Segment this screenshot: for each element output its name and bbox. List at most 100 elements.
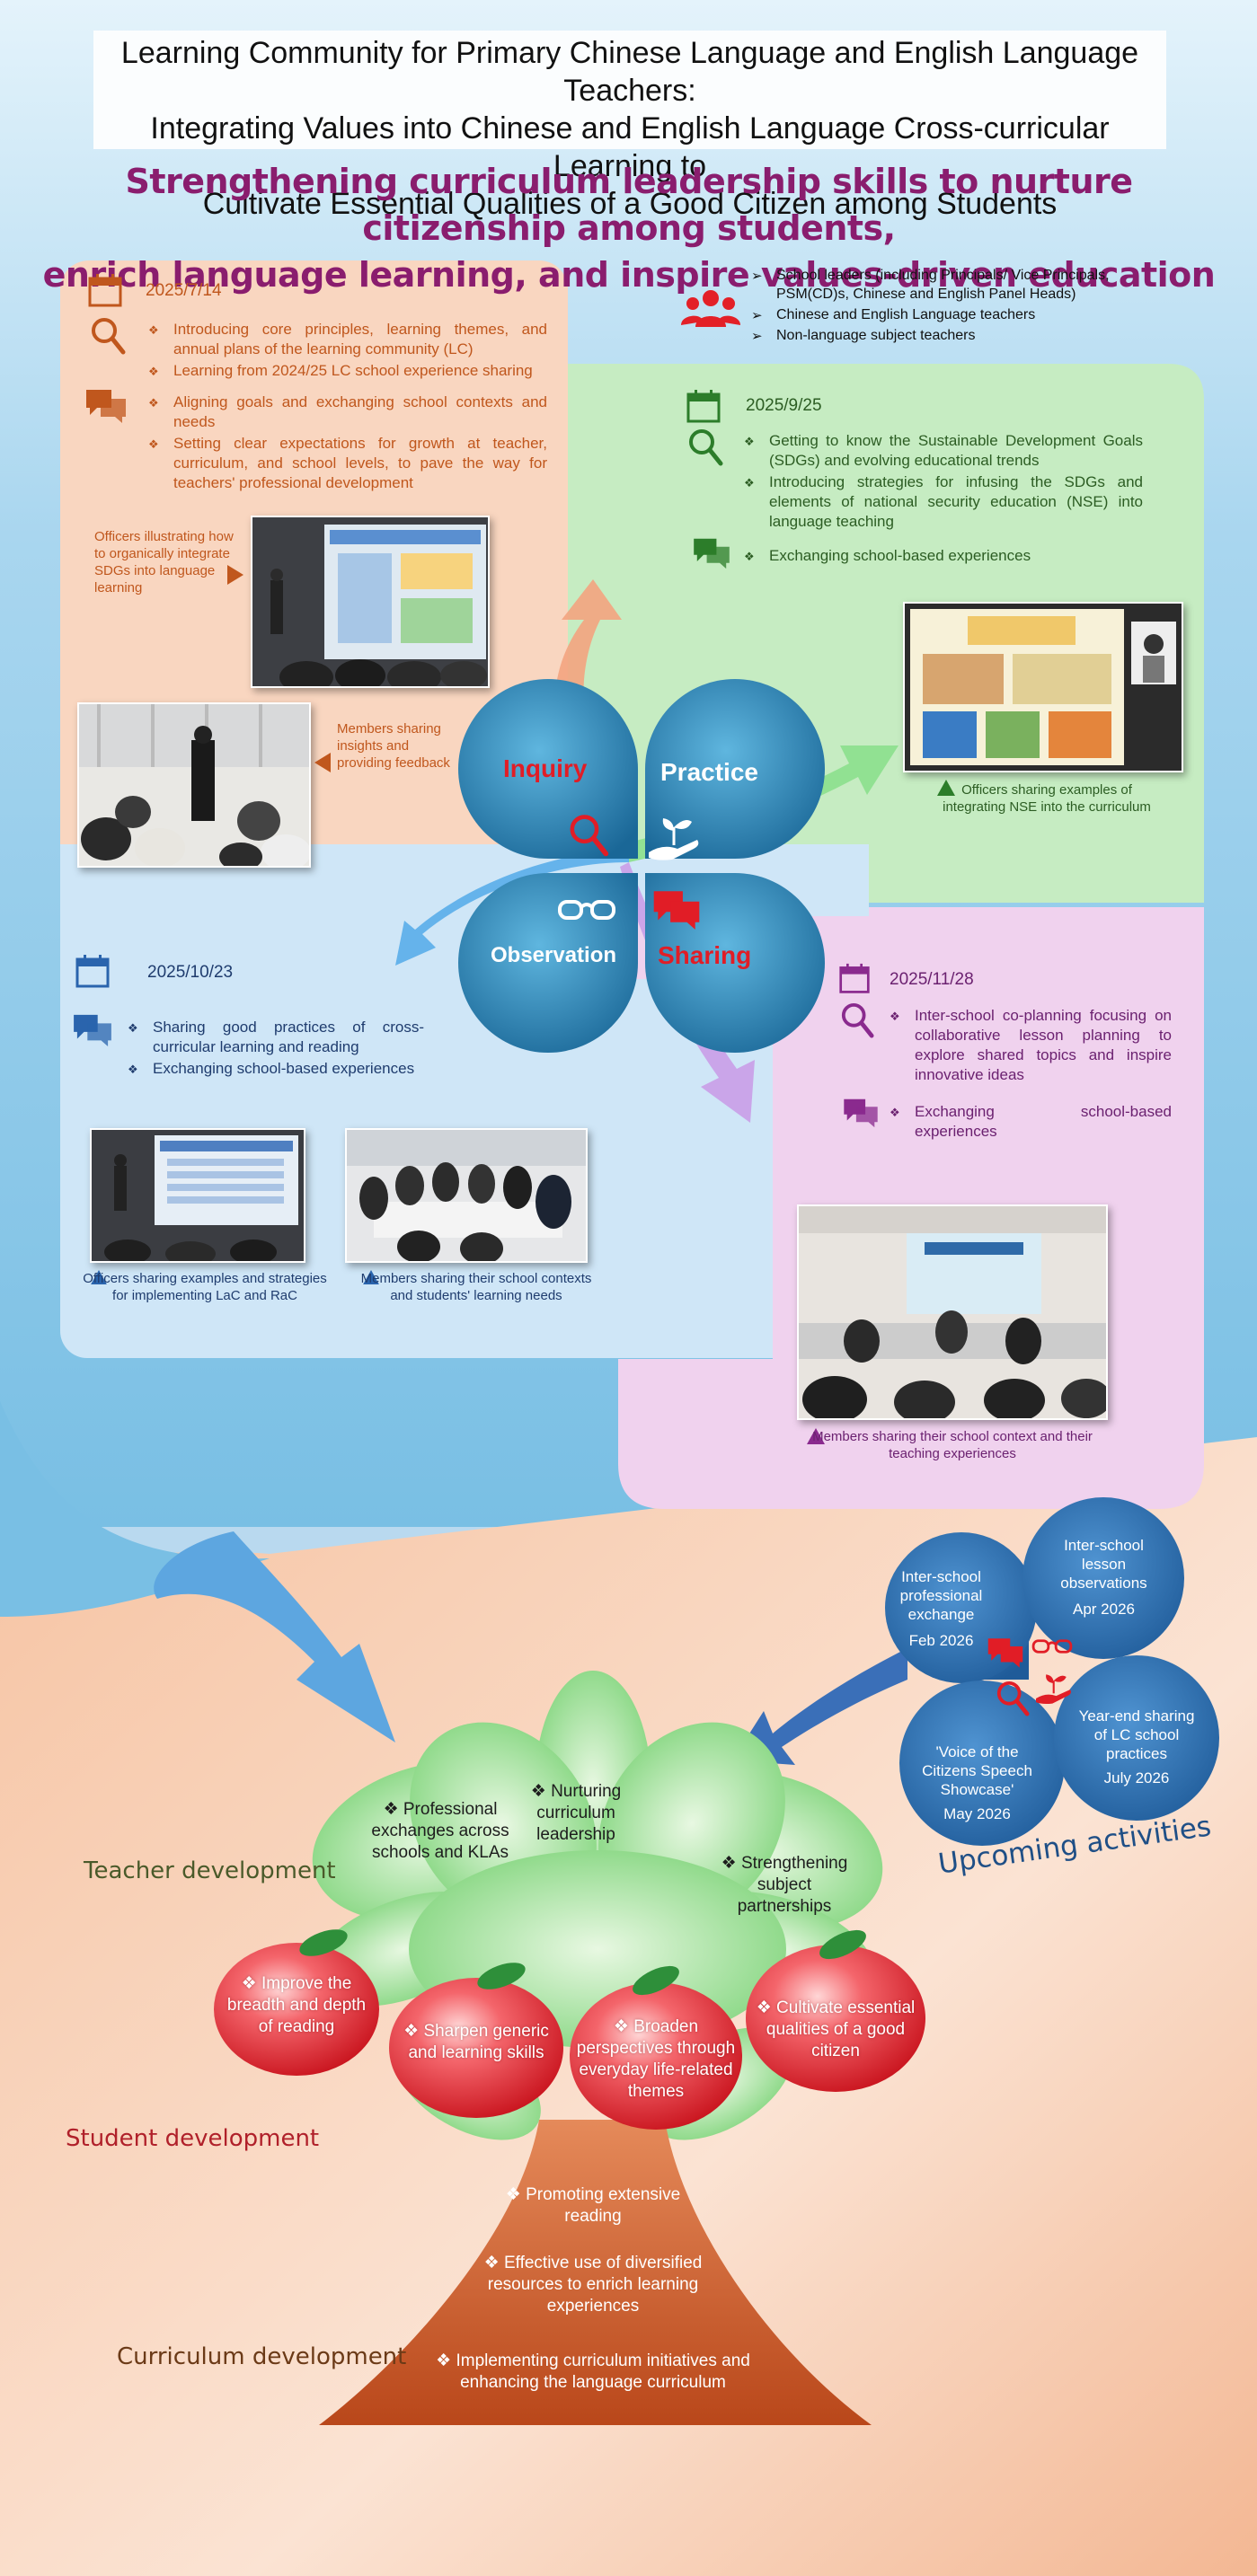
chat-bubbles-icon: [653, 891, 700, 930]
magnifier-icon: [92, 318, 126, 355]
teacher-item-1: ❖ Professional exchanges across schools …: [371, 1800, 509, 1862]
apple-1: [214, 1929, 379, 2076]
session1-date: 2025/7/14: [146, 281, 222, 300]
subtitle-line-1: Strengthening curriculum leadership skil…: [125, 162, 1133, 248]
session2-date: 2025/9/25: [746, 396, 822, 415]
upcoming-activity-1: Inter-school professional exchange Feb 2…: [885, 1567, 997, 1650]
participant-item: Chinese and English Language teachers: [751, 305, 1173, 325]
teacher-item-3: ❖ Strengthening subject partnerships: [721, 1854, 848, 1916]
session4-sharing-list: Exchanging school-based experiences: [890, 1102, 1172, 1143]
session3-photo2: [345, 1128, 588, 1263]
upcoming-activity-1-date: Feb 2026: [908, 1632, 974, 1649]
teacher-item-2: ❖ Nurturing curriculum leadership: [530, 1782, 622, 1844]
calendar-icon: [839, 963, 870, 993]
pointer-triangle-icon: [807, 1428, 825, 1444]
session1-sharing-item: Aligning goals and exchanging school con…: [148, 393, 547, 432]
teacher-development-label: Teacher development: [84, 1857, 336, 1884]
session3-date: 2025/10/23: [147, 963, 234, 982]
session1-sharing-item: Setting clear expectations for growth at…: [148, 434, 547, 493]
magnifier-icon: [689, 429, 723, 466]
session2-inquiry-list: Getting to know the Sustainable Developm…: [744, 431, 1143, 534]
student-item-1: ❖ Improve the breadth and depth of readi…: [226, 1974, 367, 2036]
upcoming-activity-4-title: Year-end sharing of LC school practices: [1078, 1707, 1195, 1762]
pointer-triangle-icon: [314, 753, 331, 772]
participant-item: Non-language subject teachers: [751, 326, 1173, 346]
curriculum-item-3: ❖ Implementing curriculum initiatives an…: [436, 2351, 750, 2392]
glasses-icon: [558, 900, 615, 920]
upcoming-activity-3-date: May 2026: [943, 1805, 1011, 1822]
cycle-inquiry-label: Inquiry: [503, 754, 588, 782]
session3-photo2-caption: Members sharing their school contexts an…: [360, 1271, 592, 1303]
session3-sharing-item: Exchanging school-based experiences: [128, 1059, 424, 1080]
session4-date: 2025/11/28: [890, 970, 974, 989]
session3-sharing-item: Sharing good practices of cross-curricul…: [128, 1018, 424, 1057]
session4-sharing-item: Exchanging school-based experiences: [890, 1102, 1172, 1142]
cycle-practice-label: Practice: [660, 758, 758, 786]
chat-bubbles-icon: [987, 1638, 1023, 1668]
participant-item: School leaders (including Principals/ Vi…: [751, 266, 1173, 304]
session1-photo1: [251, 516, 490, 688]
session4-photo: [797, 1204, 1108, 1420]
session4-inquiry-item: Inter-school co-planning focusing on col…: [890, 1006, 1172, 1085]
glasses-icon: [1031, 1639, 1073, 1654]
pointer-triangle-icon: [937, 780, 955, 796]
magnifier-icon: [570, 815, 609, 857]
apple-4: [746, 1929, 925, 2092]
session1-inquiry-item: Learning from 2024/25 LC school experien…: [148, 361, 547, 382]
upcoming-activity-2-title: Inter-school lesson observations: [1060, 1537, 1147, 1592]
calendar-icon: [686, 390, 721, 423]
title-line-1: Learning Community for Primary Chinese L…: [120, 36, 1139, 108]
upcoming-activity-4-date: July 2026: [1103, 1769, 1170, 1786]
session1-sharing-list: Aligning goals and exchanging school con…: [148, 393, 547, 495]
upcoming-activity-3: 'Voice of the Citizens Speech Showcase' …: [921, 1742, 1033, 1823]
upcoming-activity-2-date: Apr 2026: [1073, 1601, 1135, 1618]
chat-bubbles-icon: [86, 390, 126, 423]
student-item-4: ❖ Cultivate essential qualities of a goo…: [756, 1998, 916, 2060]
title-line-2: Integrating Values into Chinese and Engl…: [150, 111, 1110, 183]
session1-inquiry-list: Introducing core principles, learning th…: [148, 320, 547, 383]
session3-sharing-list: Sharing good practices of cross-curricul…: [128, 1018, 424, 1081]
apple-3: [570, 1965, 742, 2130]
session3-photo1: [90, 1128, 305, 1263]
session2-inquiry-item: Getting to know the Sustainable Developm…: [744, 431, 1143, 471]
session3-photo1-caption: Officers sharing examples and strategies…: [83, 1271, 327, 1303]
cycle-observation-label: Observation: [491, 943, 617, 967]
session2-inquiry-item: Introducing strategies for infusing the …: [744, 472, 1143, 532]
curriculum-item-1: ❖ Promoting extensive reading: [505, 2185, 681, 2226]
upcoming-activity-4: Year-end sharing of LC school practices …: [1074, 1707, 1199, 1787]
curriculum-item-2: ❖ Effective use of diversified resources…: [483, 2254, 703, 2316]
curriculum-development-label: Curriculum development: [117, 2343, 407, 2370]
cycle-sharing-label: Sharing: [658, 941, 752, 969]
chat-bubbles-icon: [844, 1098, 878, 1128]
session2-sharing-item: Exchanging school-based experiences: [744, 546, 1143, 567]
session2-photo-caption: Officers sharing examples of integrating…: [943, 782, 1151, 815]
calendar-icon: [75, 955, 110, 988]
student-item-3: ❖ Broaden perspectives through everyday …: [576, 2017, 736, 2101]
participants-list: School leaders (including Principals/ Vi…: [751, 266, 1173, 347]
student-development-label: Student development: [66, 2125, 320, 2152]
hand-plant-icon: [649, 818, 699, 860]
people-icon: [681, 290, 740, 327]
magnifier-icon: [996, 1681, 1030, 1716]
session2-photo: [903, 602, 1183, 772]
upcoming-activity-2: Inter-school lesson observations Apr 202…: [1048, 1536, 1160, 1619]
student-item-2: ❖ Sharpen generic and learning skills: [403, 2022, 549, 2062]
pointer-triangle-icon: [91, 1270, 107, 1284]
session4-photo-caption: Members sharing their school context and…: [812, 1429, 1093, 1461]
title-line-3: Cultivate Essential Qualities of a Good …: [202, 187, 1058, 221]
upcoming-activity-3-title: 'Voice of the Citizens Speech Showcase': [922, 1743, 1032, 1798]
chat-bubbles-icon: [694, 538, 730, 569]
session1-photo2-caption: Members sharing insights and providing f…: [337, 721, 450, 771]
title-box: Learning Community for Primary Chinese L…: [93, 31, 1166, 221]
session1-photo1-caption: Officers illustrating how to organically…: [94, 529, 234, 595]
session1-photo2: [77, 702, 311, 868]
pointer-triangle-icon: [363, 1270, 379, 1284]
session4-inquiry-list: Inter-school co-planning focusing on col…: [890, 1006, 1172, 1087]
session1-inquiry-item: Introducing core principles, learning th…: [148, 320, 547, 359]
upcoming-activity-1-title: Inter-school professional exchange: [899, 1568, 983, 1623]
apple-2: [389, 1963, 563, 2118]
session2-sharing-list: Exchanging school-based experiences: [744, 546, 1143, 568]
calendar-icon: [88, 274, 122, 307]
magnifier-icon: [841, 1003, 874, 1038]
chat-bubbles-icon: [74, 1014, 111, 1047]
